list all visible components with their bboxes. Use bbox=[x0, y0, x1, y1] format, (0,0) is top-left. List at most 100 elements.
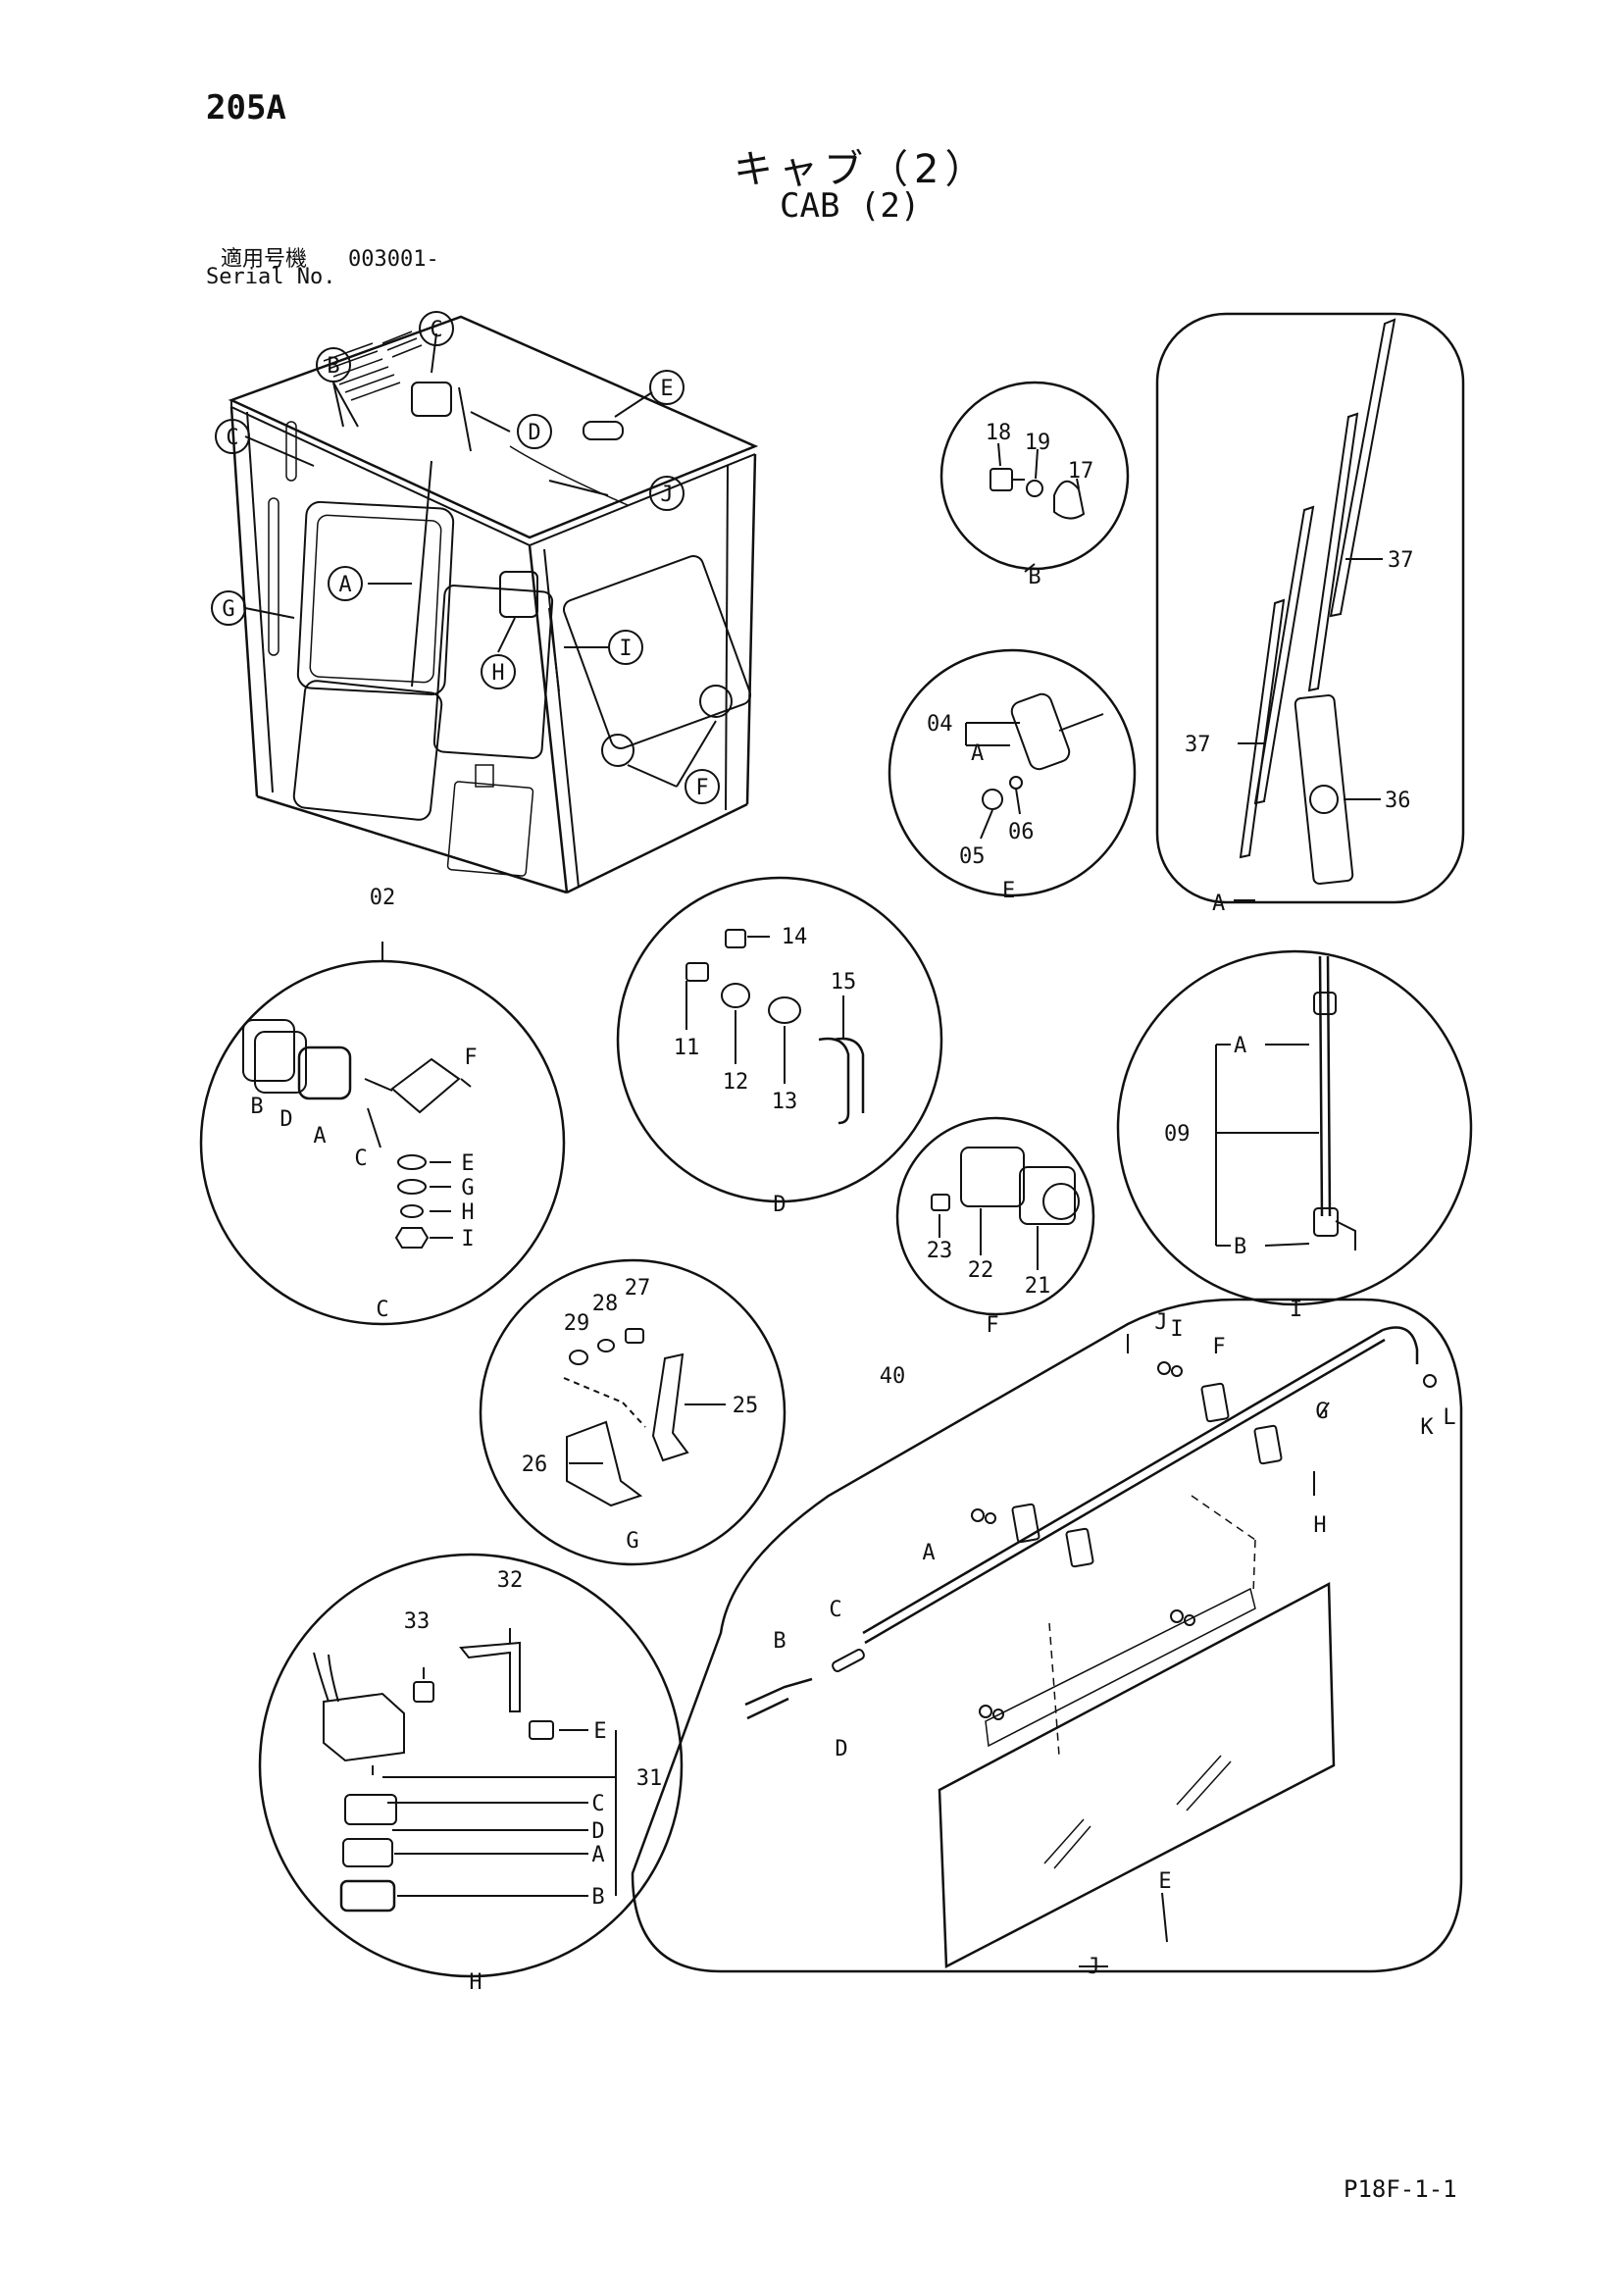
view-g-part-28: 28 bbox=[592, 1292, 619, 1316]
view-f-part-23: 23 bbox=[927, 1239, 953, 1263]
sheet-code: P18F-1-1 bbox=[1344, 2175, 1457, 2203]
title-english: CAB (2) bbox=[780, 186, 921, 226]
detail-view-a bbox=[1155, 312, 1465, 904]
view-e-labels: 04 A 05 06 E bbox=[927, 712, 1035, 903]
cab-callout-e: E bbox=[660, 377, 673, 401]
detail-view-e bbox=[888, 648, 1137, 897]
view-h-letter-e: E bbox=[593, 1719, 606, 1744]
view-j-letter-a: A bbox=[922, 1541, 935, 1565]
view-b-part-18: 18 bbox=[986, 421, 1012, 445]
view-c-group-02: 02 bbox=[370, 886, 396, 910]
detail-view-c bbox=[199, 942, 566, 1326]
view-c-letter-b: B bbox=[250, 1095, 263, 1119]
cab-callout-c-top: C bbox=[430, 318, 442, 342]
view-a-part-36: 36 bbox=[1385, 789, 1411, 813]
title-japanese: キャブ（2） bbox=[734, 147, 990, 192]
serial-label-english: Serial No. bbox=[206, 265, 336, 289]
view-a-labels: 37 37 36 A bbox=[1185, 548, 1414, 916]
view-c-letter-a: A bbox=[313, 1124, 326, 1148]
view-e-letter-a: A bbox=[971, 741, 984, 766]
serial-number-value: 003001- bbox=[348, 247, 439, 272]
view-i-labels: A 09 B I bbox=[1164, 1034, 1302, 1322]
view-h-part-31: 31 bbox=[636, 1766, 663, 1791]
view-d-part-13: 13 bbox=[772, 1090, 798, 1114]
view-j-letter-e: E bbox=[1158, 1869, 1171, 1894]
cab-callout-a: A bbox=[338, 573, 351, 597]
cab-callout-h: H bbox=[491, 661, 504, 686]
detail-view-f bbox=[895, 1116, 1095, 1316]
view-e-label: E bbox=[1002, 879, 1015, 903]
view-h-labels: 33 32 E 31 C D A B H bbox=[404, 1568, 663, 1995]
view-c-label: C bbox=[376, 1298, 388, 1322]
view-j-label: J bbox=[1087, 1955, 1099, 1979]
view-g-label: G bbox=[626, 1529, 638, 1554]
roof-vent-lines bbox=[323, 331, 423, 401]
view-j-letter-f-top: F bbox=[1212, 1335, 1225, 1359]
view-j-letter-i-top: I bbox=[1170, 1317, 1183, 1342]
view-d-part-15: 15 bbox=[831, 970, 857, 995]
view-d-labels: 14 11 12 13 15 D bbox=[674, 925, 857, 1217]
detail-view-h bbox=[258, 1553, 684, 1978]
cab-callout-g: G bbox=[222, 597, 234, 622]
view-d-part-14: 14 bbox=[782, 925, 808, 949]
cab-callout-d: D bbox=[528, 421, 540, 445]
view-g-part-25: 25 bbox=[733, 1394, 759, 1418]
view-g-labels: 29 28 27 25 26 G bbox=[522, 1276, 759, 1554]
view-d-label: D bbox=[773, 1193, 786, 1217]
view-i-part-09: 09 bbox=[1164, 1122, 1191, 1147]
view-a-part-37-lower: 37 bbox=[1185, 733, 1211, 757]
view-h-label: H bbox=[469, 1970, 482, 1995]
view-c-labels: 02 B D A C F E G H I C bbox=[250, 886, 477, 1322]
view-b-part-19: 19 bbox=[1025, 431, 1051, 455]
detail-view-d bbox=[616, 876, 943, 1203]
view-c-letter-c: C bbox=[354, 1147, 367, 1171]
view-i-letter-a: A bbox=[1234, 1034, 1246, 1058]
view-j-letter-l: L bbox=[1443, 1405, 1455, 1430]
view-b-label: B bbox=[1028, 565, 1040, 589]
view-f-part-22: 22 bbox=[968, 1258, 994, 1283]
cab-callout-b: B bbox=[327, 354, 339, 379]
view-g-part-27: 27 bbox=[625, 1276, 651, 1301]
cab-callout-c-left: C bbox=[226, 426, 238, 450]
view-a-label: A bbox=[1212, 892, 1225, 916]
view-a-part-37-upper: 37 bbox=[1388, 548, 1414, 573]
view-e-part-04: 04 bbox=[927, 712, 953, 737]
view-i-letter-b: B bbox=[1234, 1235, 1246, 1259]
view-g-part-29: 29 bbox=[564, 1311, 590, 1336]
view-h-letter-d: D bbox=[591, 1819, 604, 1844]
view-f-labels: 23 22 21 F bbox=[927, 1239, 1051, 1338]
view-j-letter-k: K bbox=[1420, 1415, 1434, 1440]
cab-assembly bbox=[228, 315, 759, 894]
view-h-part-33: 33 bbox=[404, 1609, 431, 1634]
view-c-letter-g: G bbox=[461, 1176, 474, 1200]
view-c-letter-e: E bbox=[461, 1151, 474, 1176]
detail-view-g bbox=[479, 1258, 787, 1566]
serial-label-japanese: 適用号機 003001- bbox=[221, 241, 439, 273]
view-j-group-40: 40 bbox=[880, 1364, 906, 1389]
page-number: 205A bbox=[206, 88, 286, 128]
cab-callout-j: J bbox=[660, 483, 673, 507]
view-h-letter-a: A bbox=[591, 1843, 604, 1867]
view-j-letter-j-top: J bbox=[1154, 1310, 1167, 1335]
view-i-label: I bbox=[1290, 1298, 1302, 1322]
view-j-letter-h-right: H bbox=[1313, 1513, 1326, 1538]
cab-callout-f: F bbox=[695, 776, 708, 800]
view-h-part-32: 32 bbox=[497, 1568, 524, 1593]
view-c-letter-h: H bbox=[461, 1200, 474, 1225]
view-h-letter-c: C bbox=[591, 1792, 604, 1816]
detail-view-b bbox=[939, 381, 1130, 573]
cab-callout-letters: B C C D E J A G H I F bbox=[222, 318, 708, 800]
view-b-part-17: 17 bbox=[1068, 459, 1094, 484]
cab-callout-i: I bbox=[619, 637, 632, 661]
view-j-letter-b: B bbox=[773, 1629, 786, 1654]
detail-view-i bbox=[1116, 949, 1473, 1306]
view-c-letter-d: D bbox=[279, 1107, 292, 1132]
view-f-part-21: 21 bbox=[1025, 1274, 1051, 1299]
detail-view-j bbox=[631, 1298, 1463, 1973]
view-e-part-06: 06 bbox=[1008, 820, 1035, 844]
view-d-part-12: 12 bbox=[723, 1070, 749, 1095]
view-b-labels: 18 19 17 B bbox=[986, 421, 1094, 589]
view-c-letter-i: I bbox=[461, 1227, 474, 1251]
view-j-labels: 40 J I F G H K L A B C D E J bbox=[773, 1310, 1455, 1979]
view-e-part-05: 05 bbox=[959, 844, 986, 869]
